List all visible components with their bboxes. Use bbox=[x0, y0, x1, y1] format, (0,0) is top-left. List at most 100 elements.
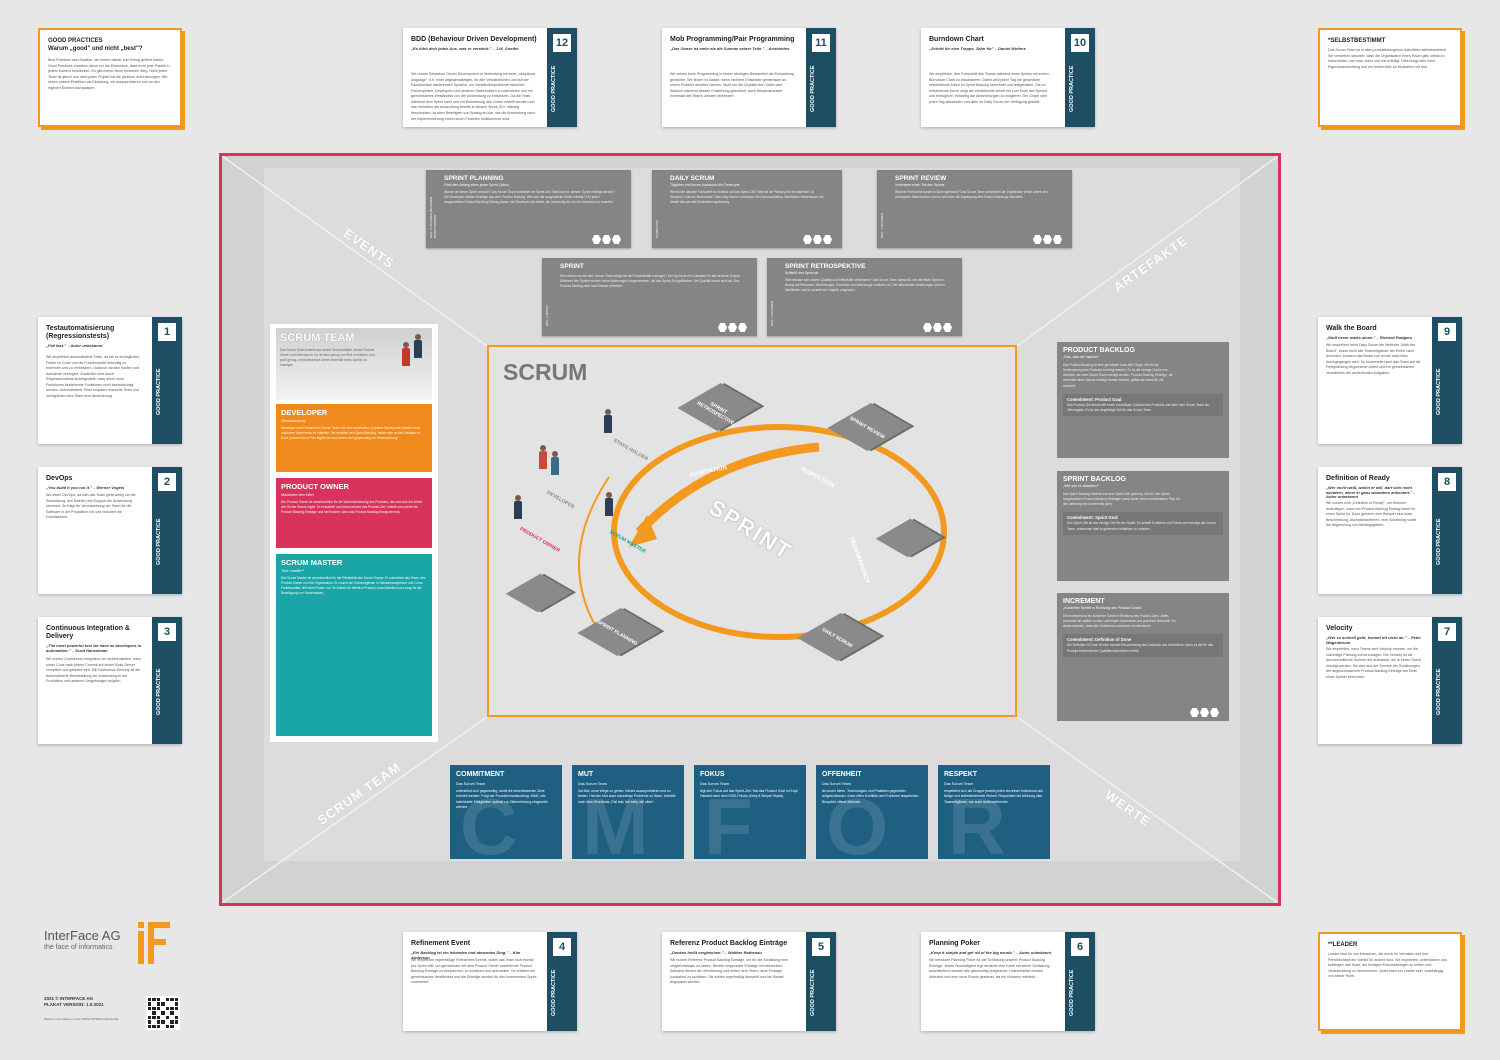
artefakt-title: INCREMENT bbox=[1063, 598, 1105, 605]
practice-text: Wir nutzen Referenz Product Backlog Eint… bbox=[670, 958, 789, 985]
event-title: SPRINT REVIEW bbox=[895, 175, 947, 182]
event-title: SPRINT RETROSPEKTIVE bbox=[785, 263, 866, 270]
practice-card-1[interactable]: Testautomatisierung (Regressionstests)„F… bbox=[38, 317, 182, 444]
artefakt-increment[interactable]: INCREMENT „Konkreter Schritt in Richtung… bbox=[1057, 593, 1229, 721]
practice-card-11[interactable]: Mob Programming/Pair Programming„Das Gan… bbox=[662, 28, 836, 127]
scrum-team-text: Das Scrum Team besteht aus einem Scrum M… bbox=[280, 348, 375, 368]
good-practices-text: Best Practices sind Ansätze, die immer w… bbox=[48, 58, 170, 90]
event-sprint-planning[interactable]: MAX. 8 STUNDEN BEI EINEM MONATSSPRINT SP… bbox=[426, 170, 631, 248]
practice-card-8[interactable]: Definition of Ready„Wer nicht weiß, wohi… bbox=[1318, 467, 1462, 594]
practice-card-7[interactable]: Velocity„Wer zu schnell geht, kommt oft … bbox=[1318, 617, 1462, 744]
event-sprint-review[interactable]: MAX. 4 STUNDEN SPRINT REVIEW Verbessert … bbox=[877, 170, 1072, 248]
practice-title: BDD (Behaviour Driven Development) bbox=[411, 36, 537, 43]
wert-subtitle: Das Scrum Team bbox=[578, 782, 608, 786]
event-text: Welcher Fortschritt wurde im Sprint gema… bbox=[895, 190, 1048, 200]
wert-offenheit[interactable]: OFFENHEIT Das Scrum Team ist neuen Ideen… bbox=[816, 765, 928, 859]
role-developer[interactable]: DEVELOPER Verantwortung Developer sind P… bbox=[276, 404, 432, 472]
event-text: Wie können wir mit dem Scrum Team möglic… bbox=[560, 274, 741, 289]
wert-fokus[interactable]: FOKUS Das Scrum Team legt den Fokus auf … bbox=[694, 765, 806, 859]
event-daily-scrum[interactable]: 15 MINUTEN DAILY SCRUM Täglicher und kur… bbox=[652, 170, 842, 248]
practice-title: Referenz Product Backlog Einträge bbox=[670, 940, 788, 947]
scrum-team-title: SCRUM TEAM bbox=[280, 332, 355, 344]
practice-number: 11 bbox=[812, 34, 830, 52]
practice-number: 6 bbox=[1071, 938, 1089, 956]
practice-text: Wir nutzen eine „Definition of Ready", u… bbox=[1326, 501, 1417, 528]
practice-label: GOOD PRACTICE bbox=[810, 969, 816, 1016]
copyright-line: 2021 © INTERFACE AG bbox=[44, 996, 94, 1001]
hex-icons bbox=[718, 323, 747, 332]
practice-text: Wir benutzen Planning Poker für die Schä… bbox=[929, 958, 1051, 979]
event-text: Warum ist dieser Sprint wertvoll? Das Sc… bbox=[444, 190, 615, 205]
diagonal-lines bbox=[222, 156, 1278, 903]
practice-card-10[interactable]: Burndown Chart„Schritt für eine Treppe, … bbox=[921, 28, 1095, 127]
hex-icons bbox=[592, 235, 621, 244]
if-logo-icon bbox=[138, 922, 170, 964]
practice-quote: „Das Ganze ist mehr als die Summe seiner… bbox=[670, 46, 790, 52]
practice-label: GOOD PRACTICE bbox=[1069, 969, 1075, 1016]
role-scrum-master[interactable]: SCRUM MASTER True Leader** Der Scrum Mas… bbox=[276, 554, 432, 736]
practice-label: GOOD PRACTICE bbox=[156, 368, 162, 415]
wert-letter: F bbox=[704, 782, 753, 859]
practice-title: Testautomatisierung (Regressionstests) bbox=[46, 325, 115, 341]
commitment-text: Die Definition of Done ist eine formale … bbox=[1067, 643, 1213, 653]
practice-label: GOOD PRACTICE bbox=[1069, 65, 1075, 112]
scrum-frame: EVENTS ARTEFAKTE SCRUM TEAM WERTE MAX. 8… bbox=[219, 153, 1281, 906]
event-duration: MAX. 3 STUNDEN bbox=[770, 300, 774, 326]
stakeholder-figure bbox=[604, 409, 612, 433]
practice-card-6[interactable]: Planning Poker„Keep it simple and get ri… bbox=[921, 932, 1095, 1031]
wert-commitment[interactable]: COMMITMENT Das Scrum Team unterstützt si… bbox=[450, 765, 562, 859]
wert-mut[interactable]: MUT Das Scrum Team hat Mut, neue Wege zu… bbox=[572, 765, 684, 859]
practice-title: Refinement Event bbox=[411, 940, 471, 947]
role-name: DEVELOPER bbox=[281, 408, 328, 417]
hex-icons bbox=[923, 323, 952, 332]
hex-icons bbox=[1190, 708, 1219, 717]
practice-quote: „Stuff never walks alone." – Richard Rod… bbox=[1326, 335, 1413, 341]
artefakt-text: Das Product Backlog ist eine geordnete L… bbox=[1063, 363, 1173, 388]
practice-card-9[interactable]: Walk the Board „Stuff never walks alone."… bbox=[1318, 317, 1462, 444]
commitment-title: Commitment: Sprint Goal bbox=[1067, 515, 1118, 521]
practice-quote: „Ein Backlog ist ein lebendes und atmend… bbox=[411, 950, 521, 960]
qr-code-icon[interactable] bbox=[146, 996, 180, 1030]
commitment-text: Das Produkt-Ziel beschreibt einen zukünf… bbox=[1067, 402, 1209, 412]
event-duration: MAX. 4 STUNDEN bbox=[880, 212, 884, 238]
practice-number: 7 bbox=[1438, 623, 1456, 641]
wert-letter: C bbox=[460, 782, 518, 859]
practice-card-5[interactable]: Referenz Product Backlog Einträge „Denken… bbox=[662, 932, 836, 1031]
artefakt-subtitle: „Konkreter Schritt in Richtung des Produ… bbox=[1063, 606, 1142, 610]
practice-quote: „Denken heißt vergleichen." – Walther Ra… bbox=[670, 950, 762, 956]
practice-card-3[interactable]: Continuous Integration & Delivery„The mo… bbox=[38, 617, 182, 744]
practice-card-12[interactable]: BDD (Behaviour Driven Development) „Es fü… bbox=[403, 28, 577, 127]
event-sprint[interactable]: MAX. 1 MONAT SPRINT Wie können wir mit d… bbox=[542, 258, 757, 336]
wert-respekt[interactable]: RESPEKT Das Scrum Team respektiert sich … bbox=[938, 765, 1050, 859]
practice-card-4[interactable]: Refinement Event „Ein Backlog ist ein leb… bbox=[403, 932, 577, 1031]
wert-text: respektiert sich als Gruppe jeweils jede… bbox=[944, 789, 1043, 804]
practice-title: Velocity bbox=[1326, 625, 1353, 632]
practice-title: Planning Poker bbox=[929, 940, 980, 947]
wert-subtitle: Das Scrum Team bbox=[822, 782, 852, 786]
practice-title: Walk the Board bbox=[1326, 325, 1377, 332]
event-duration: MAX. 1 MONAT bbox=[545, 304, 549, 326]
role-text: Der Product Owner ist verantwortlich für… bbox=[281, 500, 422, 515]
role-product-owner[interactable]: PRODUCT OWNER Maximiert den Wert Der Pro… bbox=[276, 478, 432, 548]
practice-text: Wir empfehlen, den Fortschritt des Teams… bbox=[929, 72, 1049, 104]
artefakt-sprint-backlog[interactable]: SPRINT BACKLOG „Wie soll es ablaufen?" D… bbox=[1057, 471, 1229, 581]
event-subtitle: Schließt den Sprint ab bbox=[785, 271, 819, 275]
practice-card-2[interactable]: DevOps„You build it you run it." – Werne… bbox=[38, 467, 182, 594]
event-subtitle: Verbessert einen Teil des Sprints bbox=[895, 183, 945, 187]
practice-label: GOOD PRACTICE bbox=[810, 65, 816, 112]
artefakt-product-backlog[interactable]: PRODUCT BACKLOG „Das, was wir machen" Da… bbox=[1057, 342, 1229, 458]
practice-quote: „Schritt für eine Treppe, Zahn für" – Da… bbox=[929, 46, 1026, 52]
artefakt-title: PRODUCT BACKLOG bbox=[1063, 347, 1135, 354]
practice-quote: „Es fühlt dich jedes Aus, was er versteh… bbox=[411, 46, 519, 52]
wert-subtitle: Das Scrum Team bbox=[456, 782, 486, 786]
wert-title: COMMITMENT bbox=[456, 771, 505, 778]
company-name: InterFace AG bbox=[44, 928, 121, 943]
practice-text: Wir empfehlen regelmäßige Refinement Eve… bbox=[411, 958, 537, 985]
event-sprint-retrospektive[interactable]: MAX. 3 STUNDEN SPRINT RETROSPEKTIVE Schl… bbox=[767, 258, 962, 336]
team-people-icon bbox=[402, 342, 410, 366]
event-title: SPRINT bbox=[560, 263, 584, 270]
